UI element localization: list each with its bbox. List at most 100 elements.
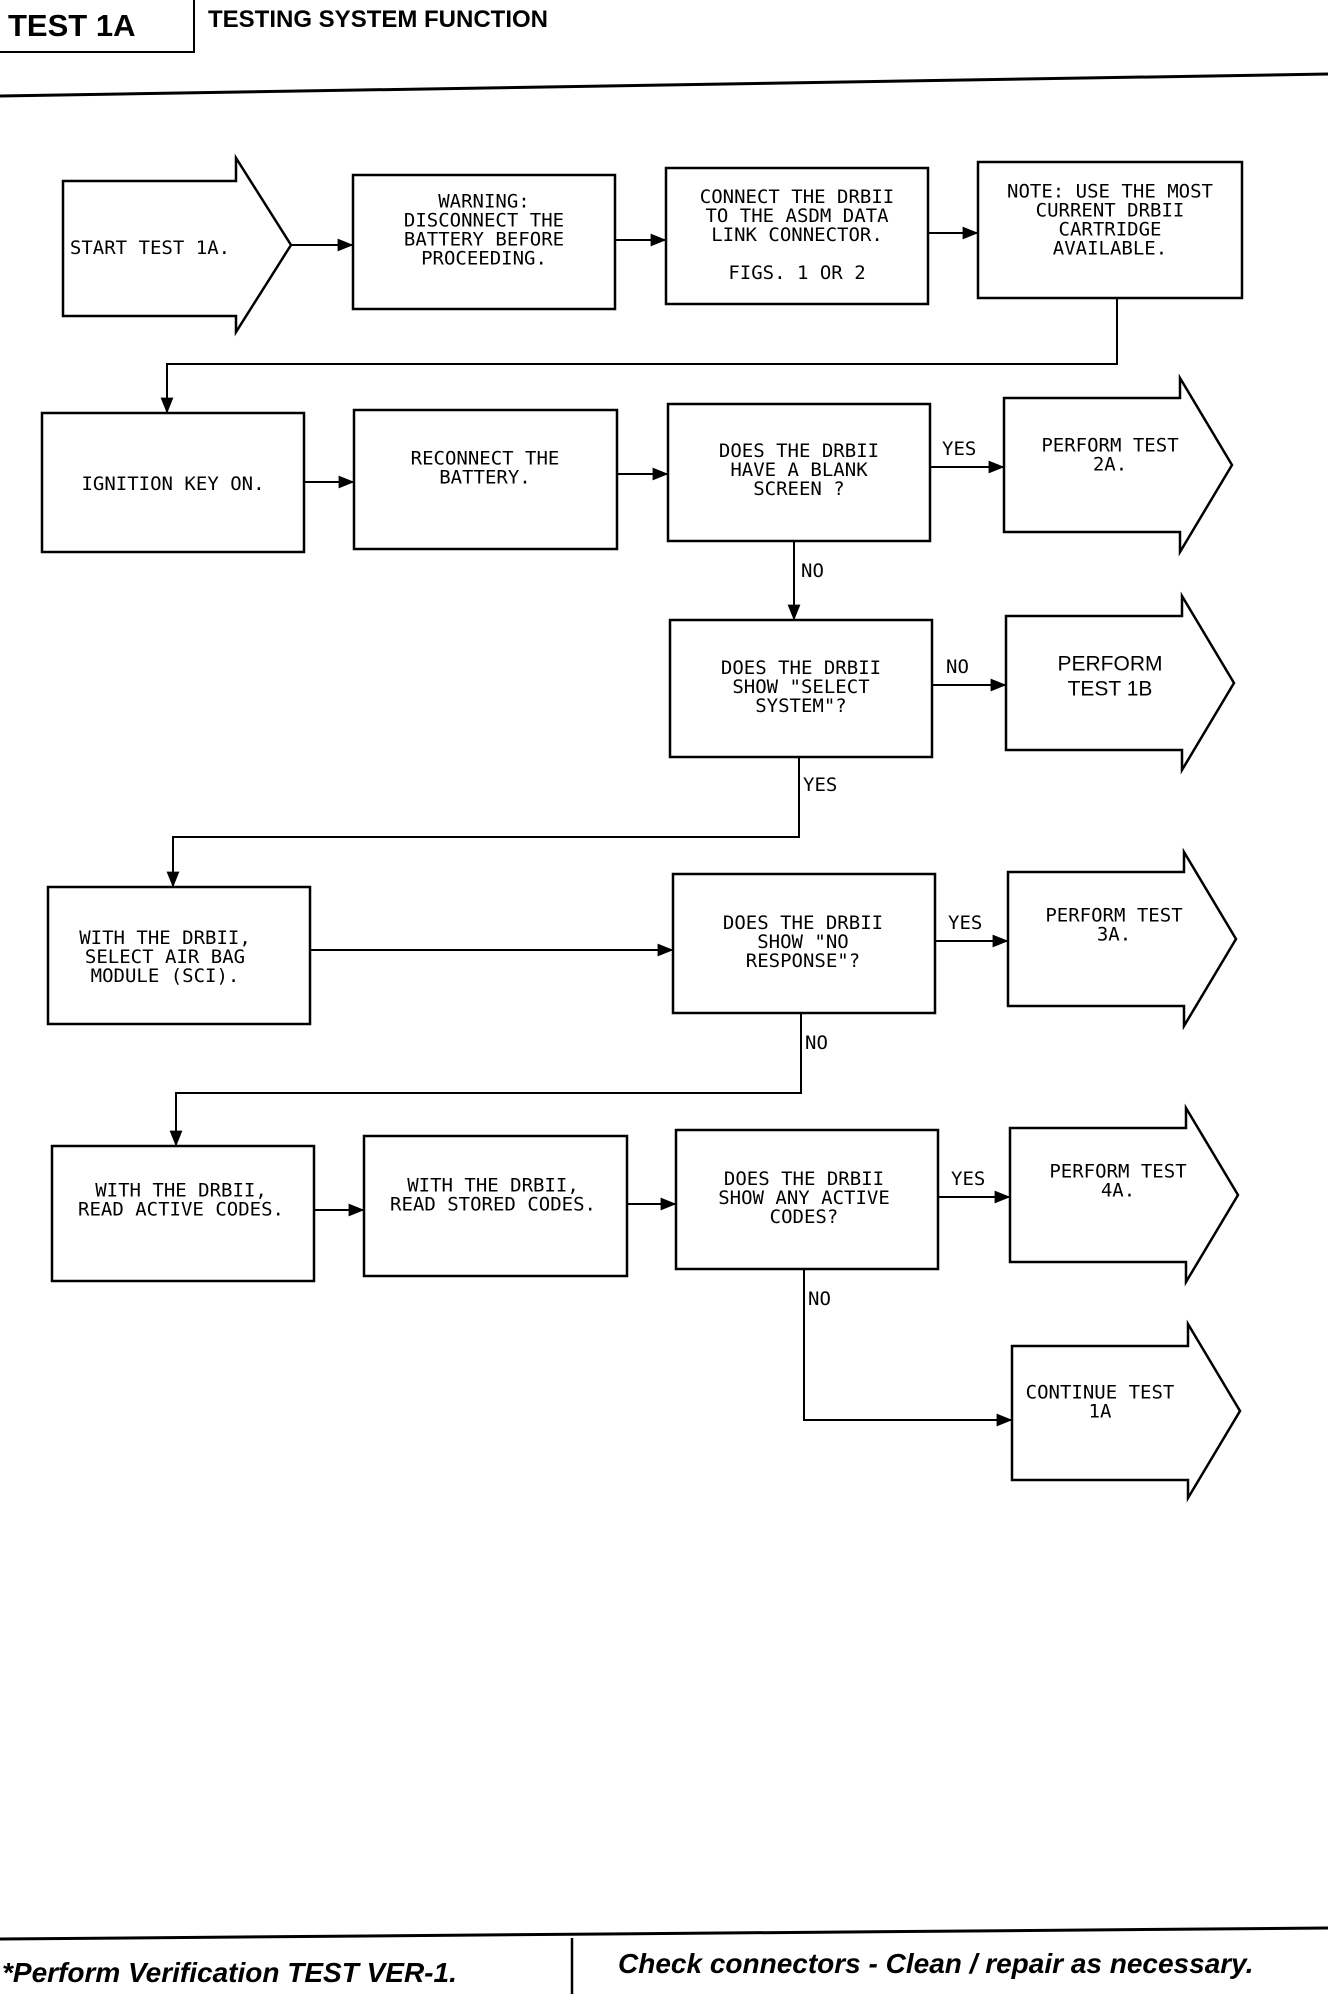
continue-1a-arrow-shape [1010,1319,1242,1503]
edge-label-noresp-yes: YES [948,912,982,934]
node-label-line: PERFORM [1058,653,1163,676]
node-label-line: SHOW "NO [757,931,849,953]
node-label-line: TEST 1B [1068,678,1153,701]
test-id: TEST 1A [8,8,135,43]
node-label-line: READ ACTIVE CODES. [78,1199,284,1221]
node-label-line: BATTERY. [439,467,531,489]
node-label-line: NOTE: USE THE MOST [1007,181,1213,203]
node-label-line: SELECT AIR BAG [85,946,245,968]
node-label-line: FIGS. 1 OR 2 [728,262,865,284]
node-label-line: SCREEN ? [753,478,845,500]
connector-anyactive-continue [803,1269,1013,1427]
edge-label-blank-yes: YES [942,438,976,460]
node-label-line: LINK CONNECTOR. [711,224,883,246]
node-label-line: RESPONSE"? [746,950,860,972]
node-label-line: CARTRIDGE [1059,219,1162,241]
footer-top-rule [0,1926,1328,1941]
header-divider [0,72,1328,98]
node-label-line: SHOW "SELECT [732,676,869,698]
node-label-line: MODULE (SCI). [91,965,240,987]
node-label-line: 3A. [1097,924,1131,946]
node-label-line: CURRENT DRBII [1036,200,1185,222]
node-label-line: READ STORED CODES. [390,1194,596,1216]
node-label-line: RECONNECT THE [411,448,560,470]
page-title: TESTING SYSTEM FUNCTION [208,6,548,33]
node-label-line: BATTERY BEFORE [404,229,564,251]
node-label-line: WITH THE DRBII, [407,1175,579,1197]
no-response-box [671,872,937,1015]
edge-labels: YES NO NO YES YES NO YES NO [801,438,985,1310]
select-system-box [668,618,934,759]
edge-label-active-yes: YES [951,1168,985,1190]
node-label-line: PERFORM TEST [1049,1161,1186,1183]
node-label-line: HAVE A BLANK [730,459,868,481]
page-footer: *Perform Verification TEST VER-1. Check … [0,1926,1328,1994]
test-id-box [0,0,195,53]
read-active-box [50,1144,316,1283]
node-label-line: WITH THE DRBII, [79,927,251,949]
start-arrow-shape [61,153,293,337]
ignition-label: IGNITION KEY ON. [81,473,264,495]
edge-label-active-no: NO [808,1288,831,1310]
node-label-line: DOES THE DRBII [721,657,881,679]
edge-label-noresp-no: NO [805,1032,828,1054]
connector-select-airbag [166,757,800,888]
node-label-line: WITH THE DRBII, [95,1180,267,1202]
edge-label-select-no: NO [946,656,969,678]
node-label-line: AVAILABLE. [1053,238,1167,260]
footer-right-note: Check connectors - Clean / repair as nec… [618,1948,1253,1979]
read-stored-label: WITH THE DRBII,READ STORED CODES. [390,1175,596,1216]
node-start: START TEST 1A. [61,153,293,337]
node-label-line: DOES THE DRBII [724,1168,884,1190]
node-label-line: 2A. [1093,454,1127,476]
edge-label-blank-no: NO [801,560,824,582]
node-label-line: IGNITION KEY ON. [81,473,264,495]
node-label-line: CONNECT THE DRBII [700,186,894,208]
read-stored-box [362,1134,629,1278]
node-read-active: WITH THE DRBII,READ ACTIVE CODES. [50,1144,316,1283]
connector-note-ignition [160,298,1118,414]
node-ignition: IGNITION KEY ON. [40,411,306,554]
node-label-line: 1A [1089,1401,1112,1423]
perform-3a-arrow-shape [1006,847,1238,1031]
perform-2a-arrow-shape [1002,373,1234,557]
connector-noresp-active [169,1013,802,1147]
any-active-box [674,1128,940,1271]
note-box [976,160,1244,300]
node-label-line: DOES THE DRBII [723,912,883,934]
node-label-line: SYSTEM"? [755,695,847,717]
node-label-line: CONTINUE TEST [1026,1382,1175,1404]
page-header: TEST 1A TESTING SYSTEM FUNCTION [0,0,1328,98]
blank-screen-box [666,402,932,543]
node-label-line: START TEST 1A. [70,237,230,259]
node-label-line: PROCEEDING. [421,248,547,270]
reconnect-box [352,408,619,551]
node-label-line: PERFORM TEST [1045,905,1182,927]
read-active-label: WITH THE DRBII,READ ACTIVE CODES. [78,1180,284,1221]
node-label-line: 4A. [1101,1180,1135,1202]
node-label-line: CODES? [770,1206,839,1228]
start-label: START TEST 1A. [70,237,230,259]
warning-box [351,173,617,311]
